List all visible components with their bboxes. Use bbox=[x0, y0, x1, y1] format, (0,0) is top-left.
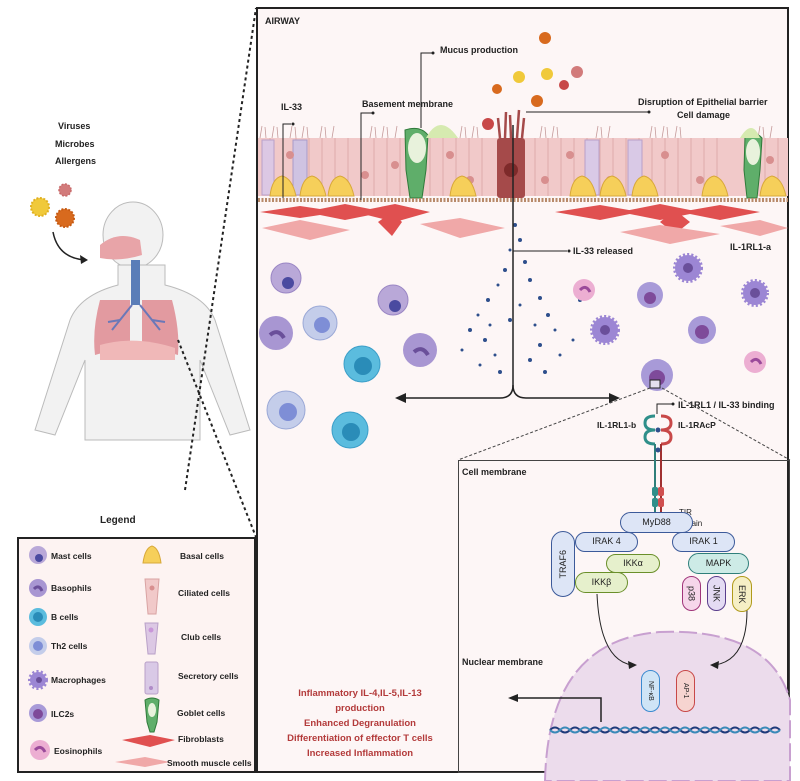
b-cell-icon bbox=[29, 608, 47, 626]
outcome-item: Inflammatory IL-4,IL-5,IL-13 bbox=[298, 688, 422, 699]
trigger-allergens: Allergens bbox=[55, 156, 97, 166]
nfkb-arrow bbox=[596, 593, 633, 666]
airway-title: AIRWAY bbox=[265, 16, 301, 26]
trigger-microbes: Microbes bbox=[55, 139, 95, 149]
ciliated-cell-icon bbox=[144, 578, 160, 615]
outcome-item: Increased Inflammation bbox=[306, 748, 414, 759]
mast-cell-icon bbox=[29, 546, 47, 564]
protein-erk: ERK bbox=[732, 576, 752, 612]
fibroblasts bbox=[260, 204, 760, 236]
legend-basophils: Basophils bbox=[51, 583, 92, 593]
basophil-icon bbox=[29, 579, 47, 597]
il1rl1-receptor bbox=[643, 414, 658, 515]
ilc2-icon bbox=[29, 704, 47, 722]
eosinophil-icon bbox=[30, 740, 50, 760]
nfkb-label: NF-κB bbox=[647, 681, 654, 701]
dna-icon bbox=[549, 726, 781, 734]
transcription-arrow bbox=[514, 697, 602, 722]
protein-traf6: TRAF6 bbox=[551, 531, 575, 597]
label-il33-released: IL-33 released bbox=[573, 246, 634, 256]
legend-mast-cells: Mast cells bbox=[51, 551, 92, 561]
outcome-item: Enhanced Degranulation bbox=[304, 718, 416, 729]
legend-ciliated-cells: Ciliated cells bbox=[178, 588, 230, 598]
secretory-cell-icon bbox=[144, 661, 159, 695]
label-disruption-line2: Cell damage bbox=[677, 110, 731, 120]
immune-cells bbox=[259, 253, 769, 449]
label-il1rl1-b: IL-1RL1-b bbox=[597, 420, 637, 430]
nucleus bbox=[543, 630, 791, 781]
il1racp-receptor bbox=[658, 414, 673, 515]
protein-ikkb: IKKβ bbox=[575, 572, 628, 593]
legend-th2-cells: Th2 cells bbox=[51, 641, 88, 651]
protein-irak1: IRAK 1 bbox=[672, 532, 735, 552]
goblet-cells bbox=[404, 125, 763, 199]
legend-goblet-cells: Goblet cells bbox=[177, 708, 226, 718]
legend-secretory-cells: Secretory cells bbox=[178, 671, 239, 681]
goblet-cell-icon bbox=[144, 697, 160, 733]
p38-label: p38 bbox=[686, 585, 697, 602]
il33-particles bbox=[460, 223, 582, 374]
erk-label: ERK bbox=[737, 584, 747, 604]
legend-fibroblasts: Fibroblasts bbox=[178, 734, 224, 744]
factor-nfkb: NF-κB bbox=[641, 670, 660, 712]
outcome-item: production bbox=[335, 703, 385, 714]
protein-irak4: IRAK 4 bbox=[575, 532, 638, 552]
club-cell-icon bbox=[144, 622, 159, 655]
allergen-particles bbox=[30, 183, 75, 228]
zoom-line-bottom bbox=[177, 339, 257, 538]
label-disruption-line1: Disruption of Epithelial barrier bbox=[638, 97, 768, 107]
legend-macrophages: Macrophages bbox=[51, 675, 106, 685]
macrophage-icon bbox=[28, 670, 48, 690]
basal-cells bbox=[269, 175, 787, 197]
club-cell bbox=[261, 139, 275, 196]
smooth-muscle-cells bbox=[262, 218, 788, 244]
legend-smooth-muscle-cells: Smooth muscle cells bbox=[167, 758, 252, 768]
legend-b-cells: B cells bbox=[51, 612, 79, 622]
smooth-muscle-icon bbox=[115, 757, 170, 767]
legend-ilc2s: ILC2s bbox=[51, 709, 75, 719]
protein-mapk: MAPK bbox=[688, 553, 749, 574]
zoom-line-cell-left bbox=[457, 387, 651, 461]
label-mucus-production: Mucus production bbox=[440, 45, 518, 55]
fibroblast-icon bbox=[122, 735, 175, 747]
protein-myd88: MyD88 bbox=[620, 512, 693, 533]
legend-panel bbox=[17, 537, 256, 773]
label-basement-membrane: Basement membrane bbox=[362, 99, 454, 109]
ap1-arrow bbox=[714, 609, 748, 666]
protein-ikka: IKKα bbox=[606, 554, 660, 573]
legend-club-cells: Club cells bbox=[181, 632, 222, 642]
label-il1racp: IL-1RAcP bbox=[678, 420, 716, 430]
protein-p38: p38 bbox=[682, 576, 701, 611]
outcome-item: Differentiation of effector T cells bbox=[287, 733, 433, 744]
label-il1rl1-a: IL-1RL1-a bbox=[730, 242, 772, 252]
factor-ap1: AP-1 bbox=[676, 670, 695, 712]
ap1-label: AP-1 bbox=[682, 683, 689, 699]
trigger-viruses: Viruses bbox=[58, 121, 91, 131]
legend-basal-cells: Basal cells bbox=[180, 551, 224, 561]
damaged-cell bbox=[496, 109, 526, 198]
label-binding: IL-1RL1 / IL-33 binding bbox=[678, 400, 775, 410]
allergen-particles-airway bbox=[482, 32, 583, 130]
th2-cell-icon bbox=[29, 637, 47, 655]
label-cell-membrane: Cell membrane bbox=[462, 467, 527, 477]
basal-cell-icon bbox=[142, 545, 162, 564]
protein-jnk: JNK bbox=[707, 576, 726, 611]
outcomes-list: Inflammatory IL-4,IL-5,IL-13 production … bbox=[262, 686, 458, 761]
legend-eosinophils: Eosinophils bbox=[54, 746, 103, 756]
human-body-icon bbox=[34, 201, 251, 441]
jnk-label: JNK bbox=[711, 584, 722, 602]
legend-title: Legend bbox=[100, 515, 136, 526]
label-il33: IL-33 bbox=[281, 102, 303, 112]
release-arrow-right bbox=[512, 384, 615, 399]
zoom-line-cell-right bbox=[661, 387, 791, 461]
label-nuclear-membrane: Nuclear membrane bbox=[462, 657, 544, 667]
